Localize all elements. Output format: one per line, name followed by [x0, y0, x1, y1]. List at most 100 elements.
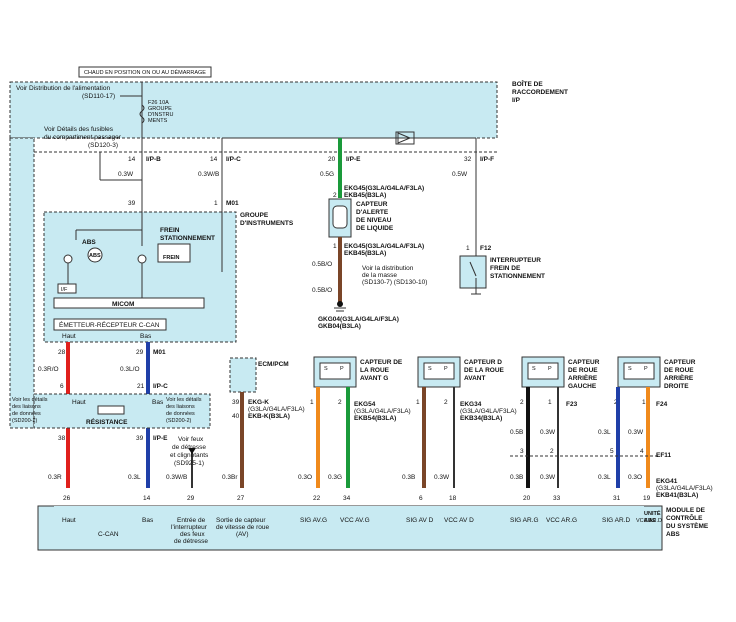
junction-box-title-3: I/P	[512, 97, 521, 104]
abs-lamp-icon	[87, 247, 103, 263]
fl-name-2: LA ROUE	[360, 367, 390, 374]
abs-can-label: C-CAN	[98, 531, 119, 538]
fr-conn-3: EKB34(B3LA)	[460, 415, 502, 422]
abs-pin-5: 22	[313, 495, 321, 502]
fl-conn-1: EKG54	[354, 401, 376, 408]
parking-name-1: INTERRUPTEUR	[490, 257, 541, 264]
ecm-pin2: 40	[232, 413, 240, 420]
ipc-name: I/P-C	[226, 156, 241, 163]
fr-p: P	[444, 366, 448, 372]
ground-conn-b: GKB04(B3LA)	[318, 323, 361, 330]
can-conn2: I/P-C	[153, 383, 168, 390]
micom-label: MICOM	[112, 301, 134, 308]
abs-label-6: VCC AR.G	[546, 517, 577, 524]
can-pin-l: 28	[58, 349, 66, 356]
can-bas: Bas	[152, 399, 164, 406]
fl-conn-3: EKB54(B3LA)	[354, 415, 396, 422]
fr-pin1: 1	[416, 399, 420, 406]
power-ref-2: (SD110-17)	[82, 93, 115, 100]
rl-name-3: ARRIÈRE	[568, 373, 598, 382]
if-box	[57, 283, 77, 294]
rr-name-3: ARRIÈRE	[664, 373, 694, 382]
hazard-arrow-icon	[188, 448, 196, 454]
ef11-pin-1: 3	[520, 448, 524, 455]
fl-name-1: CAPTEUR DE	[360, 359, 403, 366]
rl-p: P	[548, 366, 552, 372]
ipc-pin2: 1	[214, 200, 218, 207]
hazard-ref-4: (SD925-1)	[174, 460, 204, 467]
hazard-ref-3: et clignotants	[170, 452, 209, 459]
abs-hazard-3: des feux	[180, 531, 205, 538]
switch-icon	[469, 261, 477, 277]
abs-pin-11: 31	[613, 495, 621, 502]
abs-module-name-1: MODULE DE	[666, 507, 706, 514]
ground-point-icon	[337, 301, 343, 307]
abs-label-5: SIG AR.G	[510, 517, 539, 524]
ground-ref-2: de la masse	[362, 272, 397, 279]
fluid-pin2: 1	[333, 243, 337, 250]
can-wire-l3: 0.3R	[48, 474, 62, 481]
brake-title-2: STATIONNEMENT	[160, 235, 215, 242]
rear-right-sp-icon	[623, 362, 655, 380]
ekg41-conn-3: EKB41(B3LA)	[656, 492, 698, 499]
fl-pin1: 1	[310, 399, 314, 406]
ecm-box	[229, 357, 257, 393]
abs-label: ABS	[82, 239, 96, 246]
can-haut: Haut	[72, 399, 86, 406]
fl-name-3: AVANT G	[360, 375, 388, 382]
fuse-name-4: MENTS	[148, 118, 168, 124]
abs-label-1: SIG AV.G	[300, 517, 327, 524]
cluster-title-2: D'INSTRUMENTS	[240, 220, 294, 227]
brake-title-1: FREIN	[160, 227, 180, 234]
hazard-wire-label: 0.3W/B	[166, 474, 187, 481]
rear-wire-3: 0.3L	[598, 474, 611, 481]
rl-wire-2: 0.3W	[540, 429, 556, 436]
fl-wire-2: 0.3G	[328, 474, 342, 481]
rear-wire-2: 0.3W	[540, 474, 556, 481]
front-left-sp-icon	[319, 362, 351, 380]
parking-pin: 1	[466, 245, 470, 252]
can-pin-r3: 39	[136, 435, 144, 442]
fr-name-1: CAPTEUR D	[464, 359, 502, 366]
ipb-name: I/P-B	[146, 156, 161, 163]
can-ref-l-2: des liaisons	[12, 404, 41, 410]
junction-box-title-2: RACCORDEMENT	[512, 89, 568, 96]
fluid-pin1: 2	[333, 192, 337, 199]
fuse-name-3: D'INSTRU	[148, 112, 174, 118]
resistance-label: RÉSISTANCE	[86, 417, 128, 426]
resistor-icon	[97, 405, 125, 415]
rr-conn: F24	[656, 401, 668, 408]
fluid-conn2-a: EKG45(G3LA/G4LA/F3LA)	[344, 243, 424, 250]
can-pin-r: 29	[136, 349, 144, 356]
ipb-pin: 14	[128, 156, 136, 163]
power-ref-1: Voir Distribution de l'alimentation	[16, 85, 110, 92]
brake-indicator-icon	[137, 254, 147, 264]
rr-name-2: DE ROUE	[664, 367, 694, 374]
fr-conn-1: EKG34	[460, 401, 482, 408]
abs-hazard-4: de détresse	[174, 538, 208, 545]
can-wire-r: 0.3L/O	[120, 366, 140, 373]
ef11-pin-4: 4	[640, 448, 644, 455]
abs-label-3: SIG AV D	[406, 517, 434, 524]
hazard-ref-1: Voir feux	[178, 436, 204, 443]
ipe-name: I/P-E	[346, 156, 361, 163]
ipc-wire-label: 0.3W/B	[198, 171, 219, 178]
abs-unit-2: ABS	[644, 518, 656, 524]
parking-name-3: STATIONNEMENT	[490, 273, 545, 280]
abs-label-2: VCC AV.G	[340, 517, 370, 524]
rl-pin1: 2	[520, 399, 524, 406]
can-conn3: I/P-E	[153, 435, 168, 442]
ipc-pin: 14	[210, 156, 218, 163]
ef11-pin-3: 5	[610, 448, 614, 455]
fr-pin2: 2	[444, 399, 448, 406]
abs-pin-10: 33	[553, 495, 561, 502]
fl-pin2: 2	[338, 399, 342, 406]
fr-wire-2: 0.3W	[434, 474, 450, 481]
abs-hazard-1: Entrée de	[177, 517, 206, 524]
abs-label-4: VCC AV D	[444, 517, 474, 524]
parking-switch-box	[459, 255, 487, 289]
hot-label: CHAUD EN POSITION ON OU AU DÉMARRAGE	[84, 69, 206, 76]
abs-pin-1: 26	[63, 495, 71, 502]
cluster-bas: Bas	[140, 333, 152, 340]
ekg41-conn-1: EKG41	[656, 478, 678, 485]
